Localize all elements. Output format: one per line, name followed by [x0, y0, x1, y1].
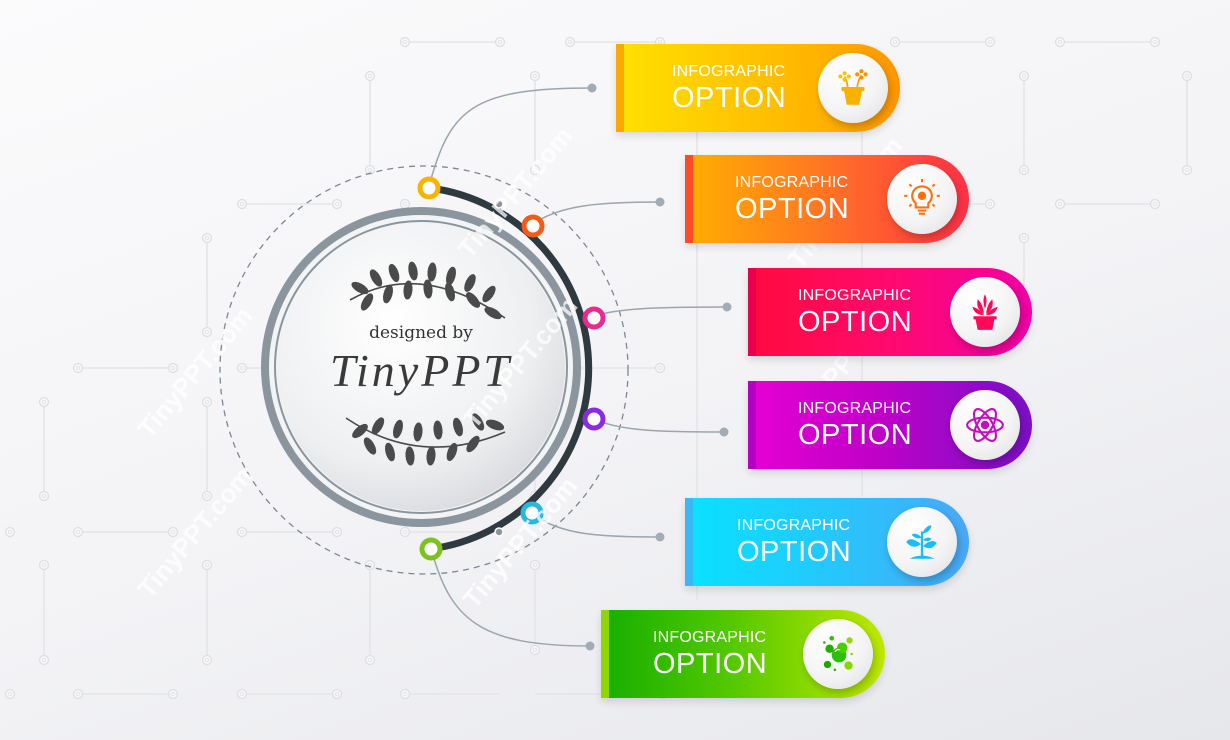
- marker-6: [419, 537, 443, 561]
- arc-tick: [494, 527, 504, 537]
- laurel-top-icon: [349, 261, 506, 320]
- card-text: INFOGRAPHIC OPTION: [737, 518, 851, 567]
- marker-2: [521, 214, 545, 238]
- card-title: INFOGRAPHIC: [798, 400, 912, 417]
- svg-text:TinyPPT.com: TinyPPT.com: [132, 301, 259, 444]
- connector-ends: [585, 83, 732, 651]
- marker-1: [417, 176, 441, 200]
- atom-icon: [950, 390, 1020, 460]
- card-text: INFOGRAPHIC OPTION: [798, 288, 912, 337]
- ring-markers: [417, 176, 606, 561]
- center-logo: designed by TinyPPT: [260, 206, 582, 528]
- marker-3: [582, 306, 606, 330]
- card-subtitle: OPTION: [737, 536, 852, 568]
- flower-pot-icon: [818, 53, 888, 123]
- option-card-5[interactable]: INFOGRAPHIC OPTION: [685, 498, 969, 586]
- laurel-bottom-icon: [345, 413, 506, 466]
- dashed-orbit: [219, 165, 629, 575]
- card-title: INFOGRAPHIC: [672, 63, 786, 80]
- logo-designed-by: designed by: [369, 323, 473, 343]
- marker-5: [520, 501, 544, 525]
- card-stripe: [685, 155, 693, 243]
- card-stripe: [601, 610, 609, 698]
- card-title: INFOGRAPHIC: [653, 629, 767, 646]
- card-text: INFOGRAPHIC OPTION: [735, 175, 849, 224]
- card-title: INFOGRAPHIC: [798, 287, 912, 304]
- card-title: INFOGRAPHIC: [737, 517, 851, 534]
- progress-arc: [426, 184, 593, 553]
- card-title: INFOGRAPHIC: [735, 174, 849, 191]
- option-card-1[interactable]: INFOGRAPHIC OPTION: [616, 44, 900, 132]
- marker-4: [582, 407, 606, 431]
- sprout-icon: [887, 507, 957, 577]
- lightbulb-gear-icon: [887, 164, 957, 234]
- center-disc-inner-ring: [274, 220, 568, 514]
- card-stripe: [748, 381, 756, 469]
- card-subtitle: OPTION: [672, 82, 787, 114]
- card-subtitle: OPTION: [653, 648, 768, 680]
- option-card-6[interactable]: INFOGRAPHIC OPTION: [601, 610, 885, 698]
- card-subtitle: OPTION: [798, 306, 913, 338]
- card-subtitle: OPTION: [798, 419, 913, 451]
- bubbles-icon: [803, 619, 873, 689]
- succulent-pot-icon: [950, 277, 1020, 347]
- option-card-4[interactable]: INFOGRAPHIC OPTION: [748, 381, 1032, 469]
- card-subtitle: OPTION: [735, 193, 850, 225]
- card-stripe: [616, 44, 624, 132]
- arc-tick: [494, 199, 504, 209]
- option-card-3[interactable]: INFOGRAPHIC OPTION: [748, 268, 1032, 356]
- card-stripe: [748, 268, 756, 356]
- card-text: INFOGRAPHIC OPTION: [798, 401, 912, 450]
- logo-brand: TinyPPT: [329, 345, 513, 396]
- card-text: INFOGRAPHIC OPTION: [653, 630, 767, 679]
- card-text: INFOGRAPHIC OPTION: [672, 64, 786, 113]
- option-card-2[interactable]: INFOGRAPHIC OPTION: [685, 155, 969, 243]
- card-stripe: [685, 498, 693, 586]
